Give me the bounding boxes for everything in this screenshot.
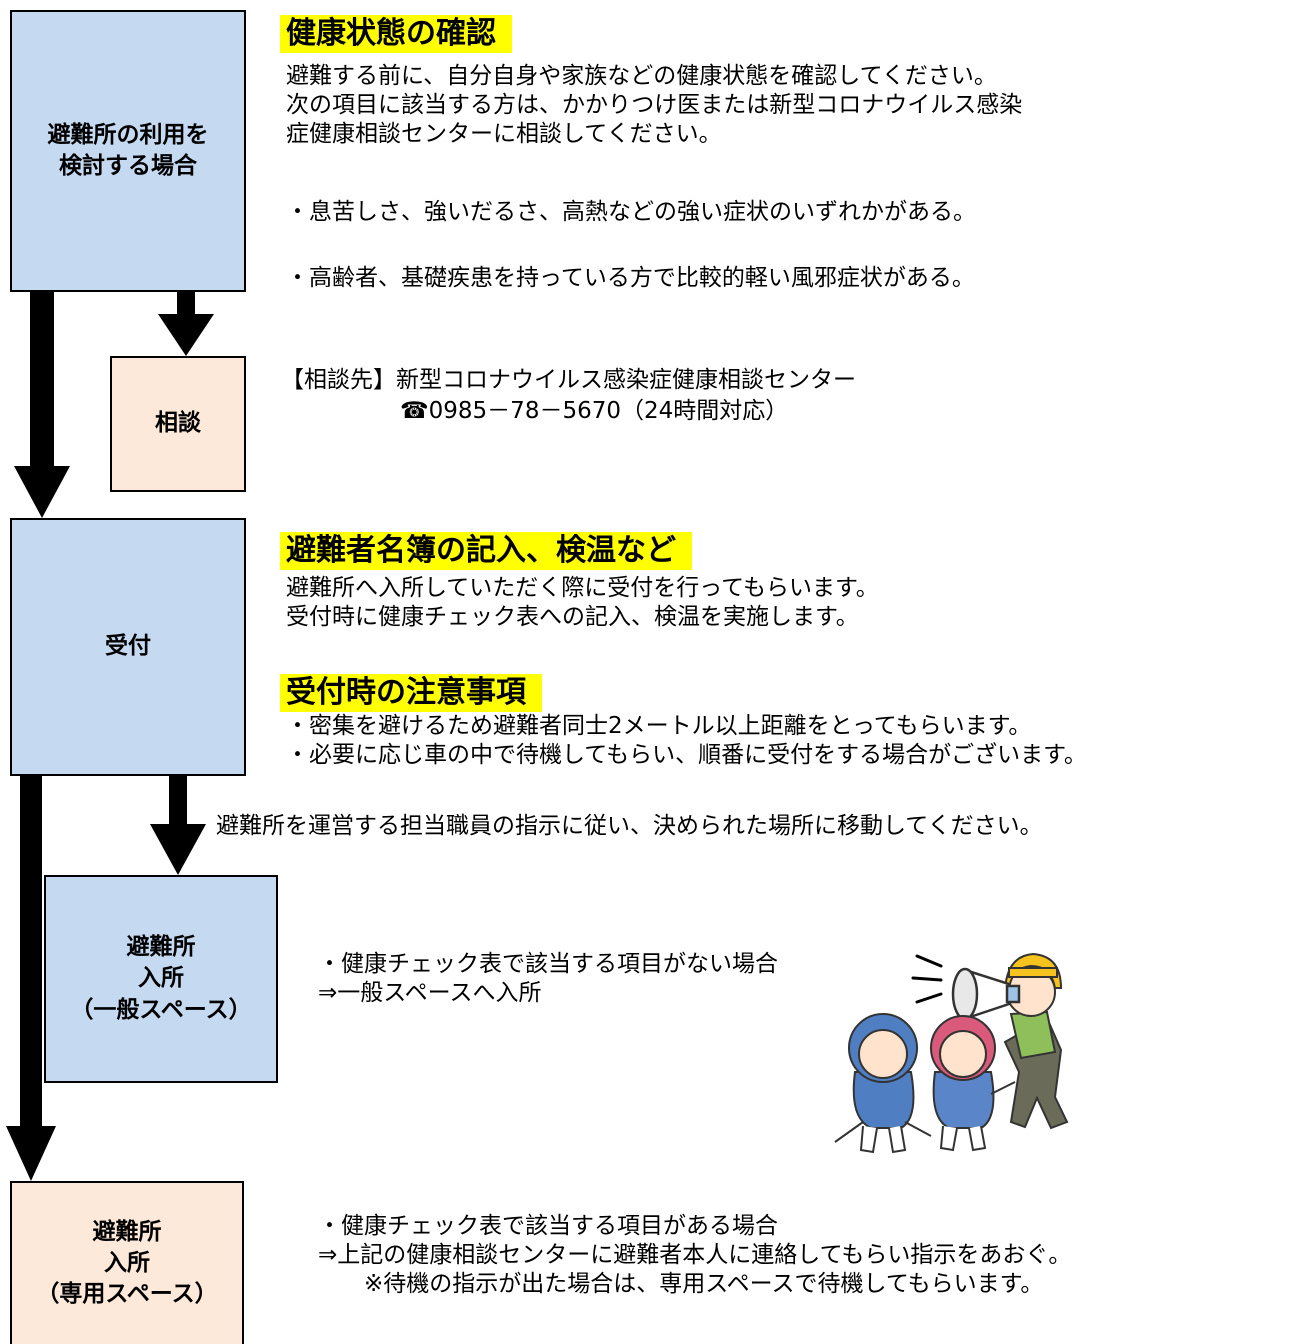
evacuation-guide-illustration [834, 952, 1069, 1154]
heading-health-check: 健康状態の確認 [280, 15, 512, 53]
arrow-consider-to-consultation [158, 292, 214, 356]
general-space-text: ・健康チェック表で該当する項目がない場合 ⇒一般スペースへ入所 [318, 951, 778, 1006]
consultation-center: 【相談先】新型コロナウイルス感染症健康相談センター [281, 367, 856, 393]
box-dedicated-space: 避難所 入所 （専用スペース） [10, 1181, 244, 1344]
consultation-phone: ☎0985－78－5670（24時間対応） [400, 398, 789, 424]
arrow-reception-to-general [150, 776, 206, 875]
reception-notes-list: ・密集を避けるため避難者同士2メートル以上距離をとってもらいます。 ・必要に応じ… [286, 713, 1087, 768]
box-consultation: 相談 [110, 356, 246, 492]
heading-reception-notes: 受付時の注意事項 [280, 674, 542, 712]
symptom-item-elderly: ・高齢者、基礎疾患を持っている方で比較的軽い風邪症状がある。 [286, 265, 975, 291]
health-check-description: 避難する前に、自分自身や家族などの健康状態を確認してください。 次の項目に該当す… [286, 63, 1023, 147]
box-reception: 受付 [10, 518, 246, 776]
child-red-hood-icon [930, 1015, 1016, 1152]
sound-lines-icon [911, 954, 943, 1004]
heading-registration: 避難者名簿の記入、検温など [280, 532, 692, 570]
arrow-reception-to-dedicated [6, 776, 56, 1181]
child-blue-hood-icon [834, 1013, 932, 1154]
dedicated-space-text: ・健康チェック表で該当する項目がある場合 ⇒上記の健康相談センターに避難者本人に… [318, 1213, 1072, 1297]
guide-person-icon [1003, 952, 1069, 1130]
symptom-item-severe: ・息苦しさ、強いだるさ、高熱などの強い症状のいずれかがある。 [286, 199, 976, 225]
registration-description: 避難所へ入所していただく際に受付を行ってもらいます。 受付時に健康チェック表への… [286, 575, 879, 630]
arrow-consider-to-reception [14, 292, 70, 518]
megaphone-icon [951, 967, 1021, 1021]
move-instruction: 避難所を運営する担当職員の指示に従い、決められた場所に移動してください。 [216, 813, 1043, 839]
box-general-space: 避難所 入所 （一般スペース） [44, 875, 278, 1083]
box-consider-shelter: 避難所の利用を 検討する場合 [10, 10, 246, 292]
